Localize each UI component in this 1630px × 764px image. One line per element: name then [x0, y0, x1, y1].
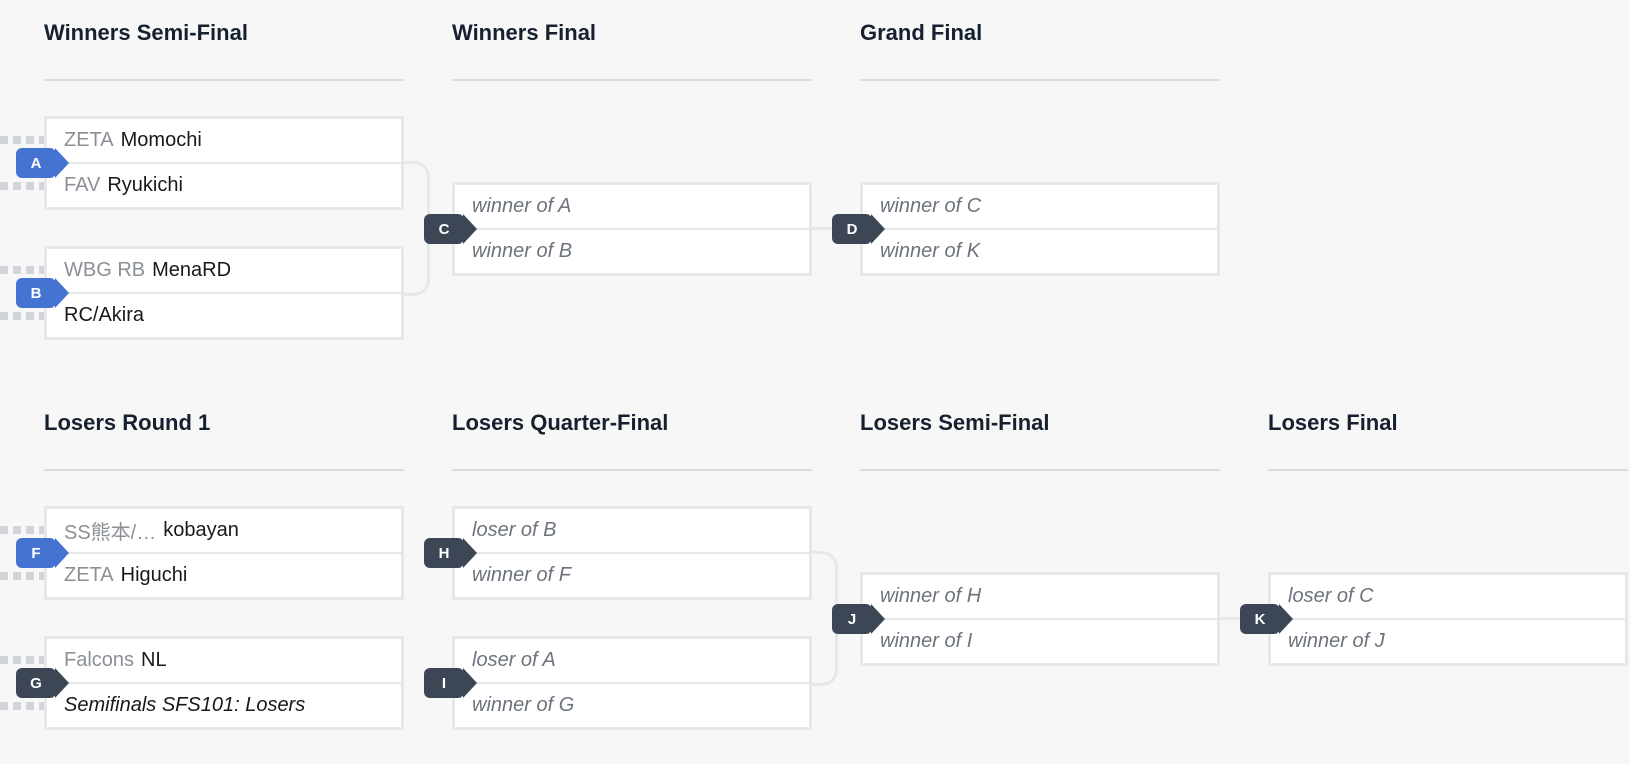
team-prefix: Falcons — [64, 649, 135, 671]
seed-stub — [0, 266, 47, 274]
participant-slot[interactable]: winner of H — [863, 575, 1217, 618]
participant-slot[interactable]: winner of G — [455, 684, 809, 727]
match-d: winner of C winner of K — [860, 182, 1220, 276]
seed-stub — [0, 136, 47, 144]
match-badge-b: B — [16, 278, 69, 308]
match-f: SS熊本/… kobayan ZETA Higuchi — [44, 506, 404, 600]
match-g: Falcons NL Semifinals SFS101: Losers — [44, 636, 404, 730]
match-k: loser of C winner of J — [1268, 572, 1628, 666]
match-badge-g: G — [16, 668, 69, 698]
round-title: Losers Quarter-Final — [452, 410, 669, 435]
round-header-losers-final: Losers Final — [1268, 410, 1628, 471]
slot-placeholder: loser of C — [1288, 585, 1374, 607]
round-title: Grand Final — [860, 20, 983, 45]
slot-placeholder: winner of F — [472, 564, 571, 586]
match-j: winner of H winner of I — [860, 572, 1220, 666]
participant-slot[interactable]: loser of B — [455, 509, 809, 552]
match-badge-c: C — [424, 214, 477, 244]
match-b: WBG RB MenaRD RC/Akira — [44, 246, 404, 340]
team-prefix: ZETA — [64, 564, 114, 586]
player-name: NL — [141, 649, 167, 671]
seed-stub — [0, 526, 47, 534]
match-a: ZETA Momochi FAV Ryukichi — [44, 116, 404, 210]
participant-slot[interactable]: ZETA Higuchi — [47, 554, 401, 597]
connector-line-c-to-d — [812, 227, 836, 230]
seed-stub — [0, 572, 47, 580]
player-name: RC/Akira — [64, 304, 145, 326]
participant-slot[interactable]: winner of J — [1271, 620, 1625, 663]
participant-slot[interactable]: ZETA Momochi — [47, 119, 401, 162]
match-i: loser of A winner of G — [452, 636, 812, 730]
match-badge-i: I — [424, 668, 477, 698]
slot-placeholder: winner of A — [472, 195, 572, 217]
slot-placeholder: winner of C — [880, 195, 982, 217]
slot-placeholder: loser of A — [472, 649, 556, 671]
seed-stub — [0, 656, 47, 664]
slot-placeholder: winner of B — [472, 240, 573, 262]
round-header-losers-round-1: Losers Round 1 — [44, 410, 404, 471]
round-title: Losers Semi-Final — [860, 410, 1050, 435]
participant-slot[interactable]: Falcons NL — [47, 639, 401, 682]
participant-slot[interactable]: winner of F — [455, 554, 809, 597]
participant-slot[interactable]: winner of I — [863, 620, 1217, 663]
round-header-losers-quarter-final: Losers Quarter-Final — [452, 410, 812, 471]
player-name: Momochi — [120, 129, 202, 151]
round-underline — [1268, 469, 1628, 471]
match-badge-j: J — [832, 604, 885, 634]
round-underline — [860, 469, 1220, 471]
match-badge-h: H — [424, 538, 477, 568]
match-badge-d: D — [832, 214, 885, 244]
slot-placeholder: winner of K — [880, 240, 981, 262]
participant-slot[interactable]: loser of A — [455, 639, 809, 682]
connector-line-j-to-k — [1220, 617, 1244, 620]
slot-placeholder: loser of B — [472, 519, 557, 541]
seed-stub — [0, 312, 47, 320]
slot-placeholder: winner of H — [880, 585, 982, 607]
round-underline — [44, 79, 404, 81]
round-title: Winners Final — [452, 20, 597, 45]
player-name: kobayan — [163, 519, 239, 541]
participant-slot[interactable]: winner of B — [455, 230, 809, 273]
qualifier-note: Semifinals SFS101: Losers — [64, 694, 306, 716]
participant-slot[interactable]: RC/Akira — [47, 294, 401, 337]
round-header-grand-final: Grand Final — [860, 20, 1220, 81]
team-prefix: ZETA — [64, 129, 114, 151]
round-header-winners-final: Winners Final — [452, 20, 812, 81]
round-title: Winners Semi-Final — [44, 20, 248, 45]
match-badge-f: F — [16, 538, 69, 568]
player-name: Higuchi — [120, 564, 188, 586]
participant-slot[interactable]: Semifinals SFS101: Losers — [47, 684, 401, 727]
round-header-winners-semi-final: Winners Semi-Final — [44, 20, 404, 81]
participant-slot[interactable]: loser of C — [1271, 575, 1625, 618]
seed-stub — [0, 182, 47, 190]
round-title: Losers Final — [1268, 410, 1398, 435]
seed-stub — [0, 702, 47, 710]
slot-placeholder: winner of I — [880, 630, 973, 652]
round-underline — [452, 469, 812, 471]
participant-slot[interactable]: WBG RB MenaRD — [47, 249, 401, 292]
participant-slot[interactable]: winner of C — [863, 185, 1217, 228]
round-title: Losers Round 1 — [44, 410, 211, 435]
slot-placeholder: winner of G — [472, 694, 575, 716]
round-underline — [44, 469, 404, 471]
match-h: loser of B winner of F — [452, 506, 812, 600]
team-prefix: SS熊本/… — [64, 522, 157, 544]
round-underline — [452, 79, 812, 81]
participant-slot[interactable]: FAV Ryukichi — [47, 164, 401, 207]
participant-slot[interactable]: winner of A — [455, 185, 809, 228]
team-prefix: WBG RB — [64, 259, 146, 281]
match-badge-k: K — [1240, 604, 1293, 634]
participant-slot[interactable]: SS熊本/… kobayan — [47, 509, 401, 552]
round-header-losers-semi-final: Losers Semi-Final — [860, 410, 1220, 471]
match-badge-a: A — [16, 148, 69, 178]
slot-placeholder: winner of J — [1288, 630, 1385, 652]
participant-slot[interactable]: winner of K — [863, 230, 1217, 273]
round-underline — [860, 79, 1220, 81]
match-c: winner of A winner of B — [452, 182, 812, 276]
team-prefix: FAV — [64, 174, 101, 196]
player-name: MenaRD — [152, 259, 232, 281]
player-name: Ryukichi — [107, 174, 183, 196]
